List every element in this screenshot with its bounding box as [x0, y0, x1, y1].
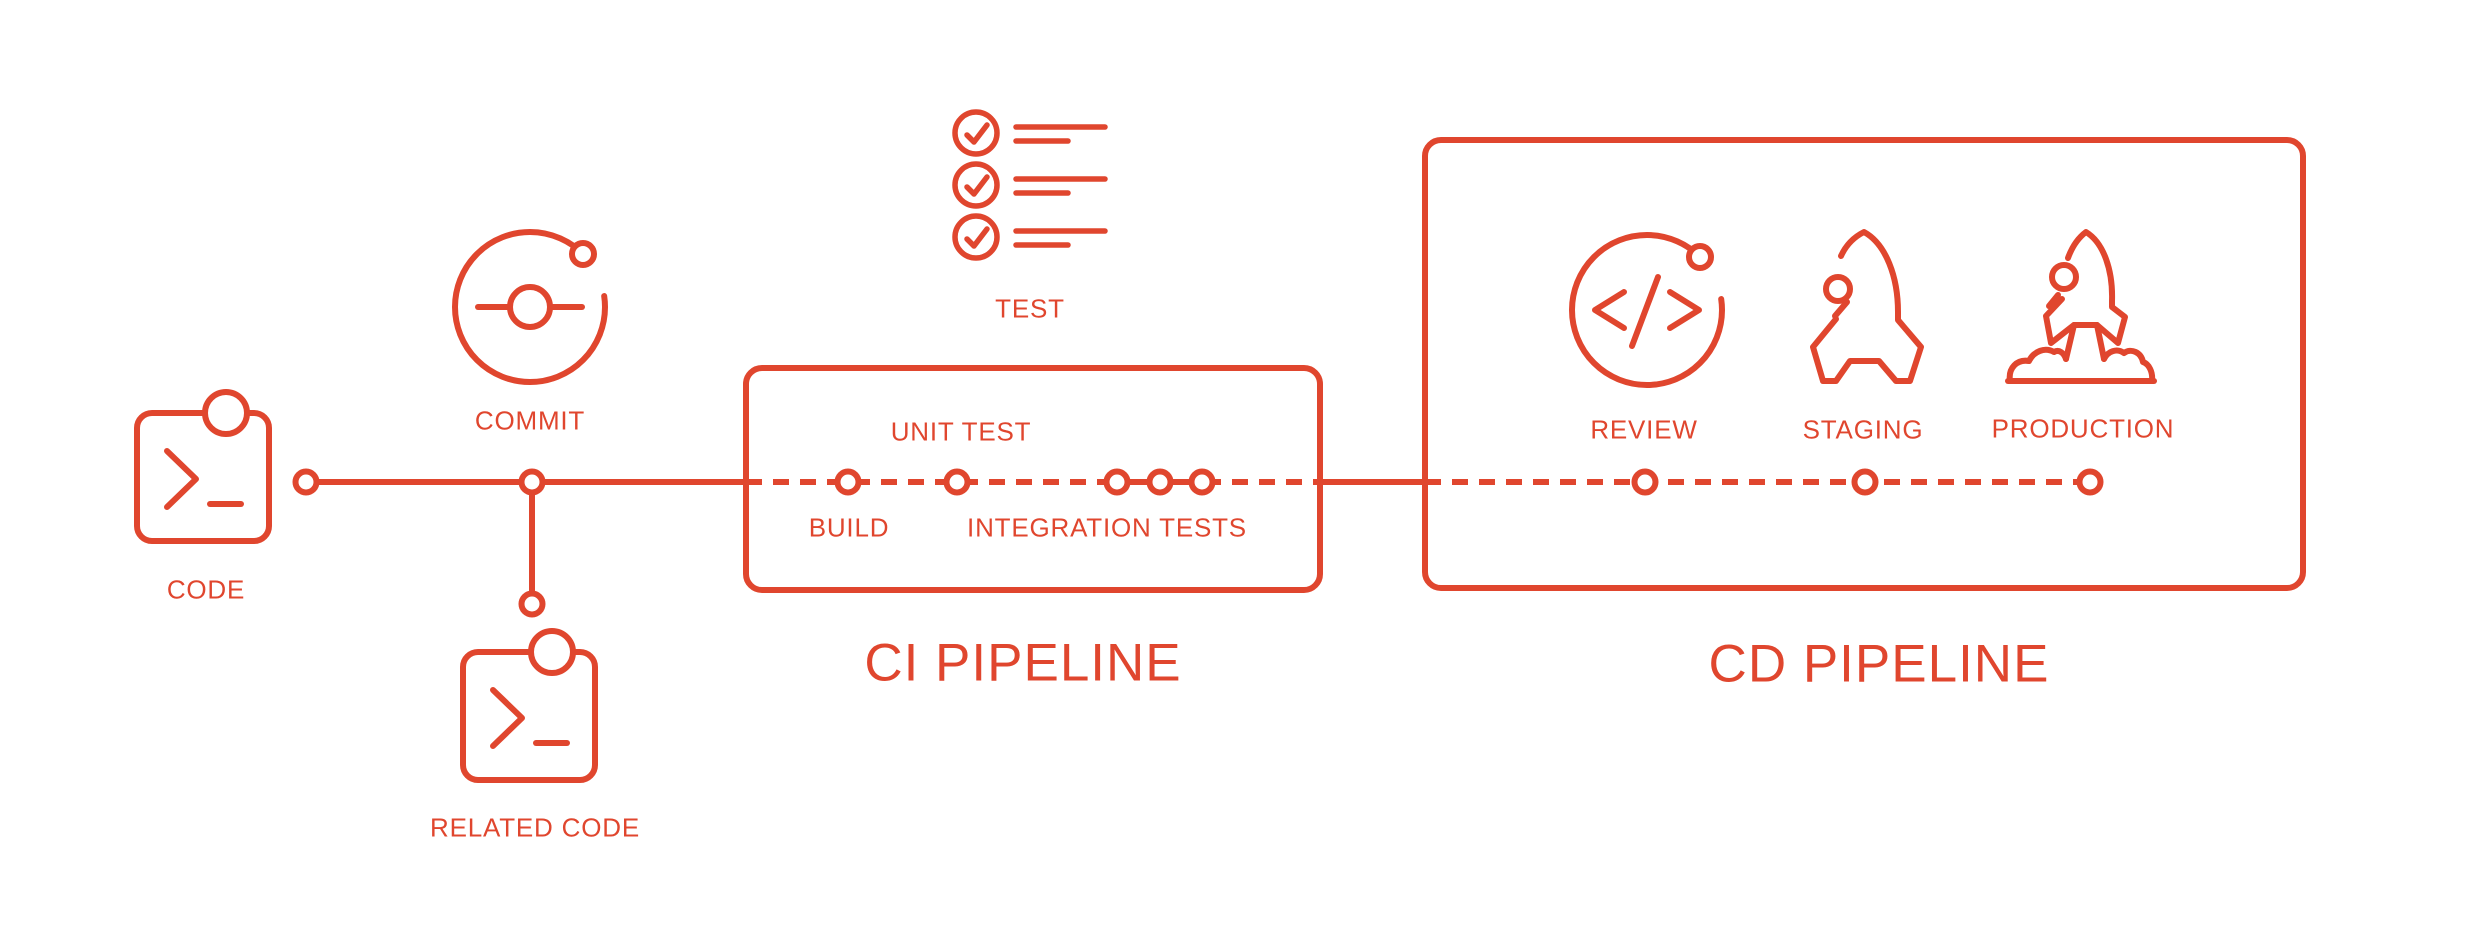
build-label: BUILD [808, 512, 890, 543]
integration-test-node-1 [1107, 472, 1128, 493]
commit-label: COMMIT [474, 405, 586, 436]
integration-test-node-3 [1192, 472, 1213, 493]
production-node [2080, 472, 2101, 493]
review-node [1635, 472, 1656, 493]
unit-test-label: UNIT TEST [890, 416, 1032, 447]
production-label: PRODUCTION [1991, 413, 2175, 444]
staging-rocket-icon [1810, 229, 1924, 384]
code-label: CODE [166, 574, 246, 605]
related-code-label: RELATED CODE [430, 812, 640, 843]
integration-test-node-2 [1150, 472, 1171, 493]
cd-pipeline-title: CD PIPELINE [1708, 634, 2050, 694]
code-node [296, 472, 317, 493]
review-label: REVIEW [1590, 414, 1698, 445]
unit-test-node [947, 472, 968, 493]
cd-pipeline-box [1422, 137, 2306, 591]
ci-pipeline-title: CI PIPELINE [864, 633, 1182, 693]
ci-pipeline-box [743, 365, 1323, 593]
related-code-terminal-icon [463, 631, 595, 780]
code-terminal-icon [137, 392, 269, 541]
integration-tests-label: INTEGRATION TESTS [967, 512, 1247, 543]
review-code-orbit-icon [1572, 235, 1722, 385]
test-checklist-icon [955, 112, 1105, 258]
related-code-node [522, 594, 543, 615]
commit-node [522, 472, 543, 493]
commit-orbit-icon [455, 232, 605, 382]
staging-node [1855, 472, 1876, 493]
build-node [838, 472, 859, 493]
test-label: TEST [995, 293, 1065, 324]
production-rocket-launch-icon [2005, 229, 2157, 384]
staging-label: STAGING [1802, 414, 1924, 445]
